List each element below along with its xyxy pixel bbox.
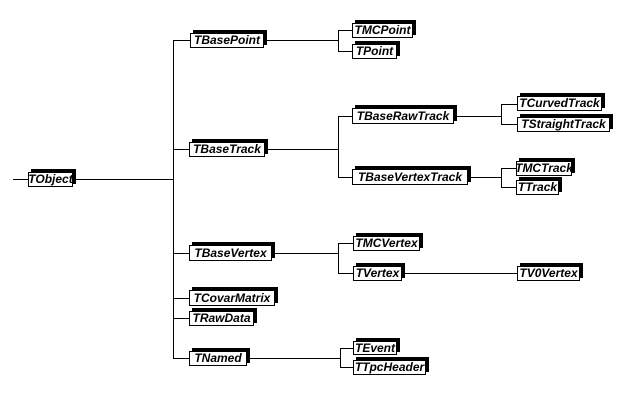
class-box-tcovarmatrix[interactable]: TCovarMatrix <box>189 290 275 306</box>
class-box-trawdata[interactable]: TRawData <box>189 311 254 326</box>
class-name-label: TBaseRawTrack <box>356 108 450 123</box>
connector-line <box>501 124 517 125</box>
class-box-tmcpoint[interactable]: TMCPoint <box>352 23 413 38</box>
connector-line <box>173 149 189 150</box>
connector-line <box>501 187 516 188</box>
class-name-label: TCovarMatrix <box>193 290 271 305</box>
class-box-tbasepoint[interactable]: TBasePoint <box>190 33 264 48</box>
class-name-label: TTpcHeader <box>354 360 425 374</box>
connector-line <box>468 177 501 178</box>
class-box-tobject[interactable]: TObject <box>28 172 73 187</box>
connector-line <box>501 168 502 188</box>
class-name-label: TStraightTrack <box>521 117 606 131</box>
connector-line <box>338 116 339 178</box>
class-name-label: TTrack <box>517 180 558 194</box>
class-box-tnamed[interactable]: TNamed <box>189 351 247 366</box>
class-name-label: TObject <box>28 172 73 186</box>
class-name-label: TPoint <box>355 44 394 58</box>
connector-line <box>338 243 339 274</box>
class-box-tvertex[interactable]: TVertex <box>353 266 402 281</box>
class-box-tmctrack[interactable]: TMCTrack <box>515 161 573 176</box>
class-box-ttpcheader[interactable]: TTpcHeader <box>353 360 426 375</box>
class-name-label: TVertex <box>355 266 400 280</box>
connector-line <box>501 104 517 105</box>
class-name-label: TMCTrack <box>515 161 573 175</box>
connector-line <box>338 177 352 178</box>
class-name-label: TBaseTrack <box>193 142 261 156</box>
connector-line <box>338 243 353 244</box>
class-box-tbasevertex[interactable]: TBaseVertex <box>189 245 272 261</box>
connector-line <box>173 298 189 299</box>
connector-line <box>501 104 502 125</box>
connector-line <box>402 273 517 274</box>
connector-line <box>173 40 174 359</box>
connector-line <box>454 116 501 117</box>
connector-line <box>338 116 352 117</box>
connector-line <box>264 40 338 41</box>
class-name-label: TBasePoint <box>193 33 260 47</box>
class-box-tmcvertex[interactable]: TMCVertex <box>353 236 420 251</box>
class-name-label: TMCPoint <box>354 23 411 37</box>
class-name-label: TNamed <box>194 351 242 365</box>
connector-line <box>173 318 189 319</box>
connector-line <box>338 30 339 52</box>
class-name-label: TEvent <box>354 340 395 355</box>
class-box-tbaserawtrack[interactable]: TBaseRawTrack <box>352 108 454 124</box>
class-box-tpoint[interactable]: TPoint <box>352 44 397 59</box>
class-name-label: TCurvedTrack <box>519 96 600 110</box>
class-box-tevent[interactable]: TEvent <box>353 341 397 355</box>
connector-line <box>501 168 516 169</box>
connector-line <box>338 273 353 274</box>
class-name-label: TBaseVertexTrack <box>357 169 463 184</box>
connector-line <box>13 179 28 180</box>
connector-line <box>340 348 341 368</box>
connector-line <box>247 358 340 359</box>
connector-line <box>265 149 338 150</box>
connector-line <box>173 358 189 359</box>
class-box-tbasetrack[interactable]: TBaseTrack <box>189 142 265 157</box>
connector-line <box>73 179 173 180</box>
connector-line <box>173 40 190 41</box>
class-name-label: TMCVertex <box>355 236 418 250</box>
class-box-tstraighttrack[interactable]: TStraightTrack <box>517 117 610 132</box>
connector-line <box>338 30 352 31</box>
connector-line <box>340 348 353 349</box>
class-box-tbasevertextrack[interactable]: TBaseVertexTrack <box>352 169 468 185</box>
class-name-label: TV0Vertex <box>519 266 578 280</box>
connector-line <box>340 367 353 368</box>
class-name-label: TRawData <box>192 311 251 325</box>
class-box-ttrack[interactable]: TTrack <box>516 180 559 195</box>
class-name-label: TBaseVertex <box>194 245 267 260</box>
connector-line <box>338 51 352 52</box>
class-box-tcurvedtrack[interactable]: TCurvedTrack <box>517 96 602 111</box>
connector-line <box>272 253 338 254</box>
connector-line <box>173 253 189 254</box>
class-box-tv0vertex[interactable]: TV0Vertex <box>517 266 580 281</box>
